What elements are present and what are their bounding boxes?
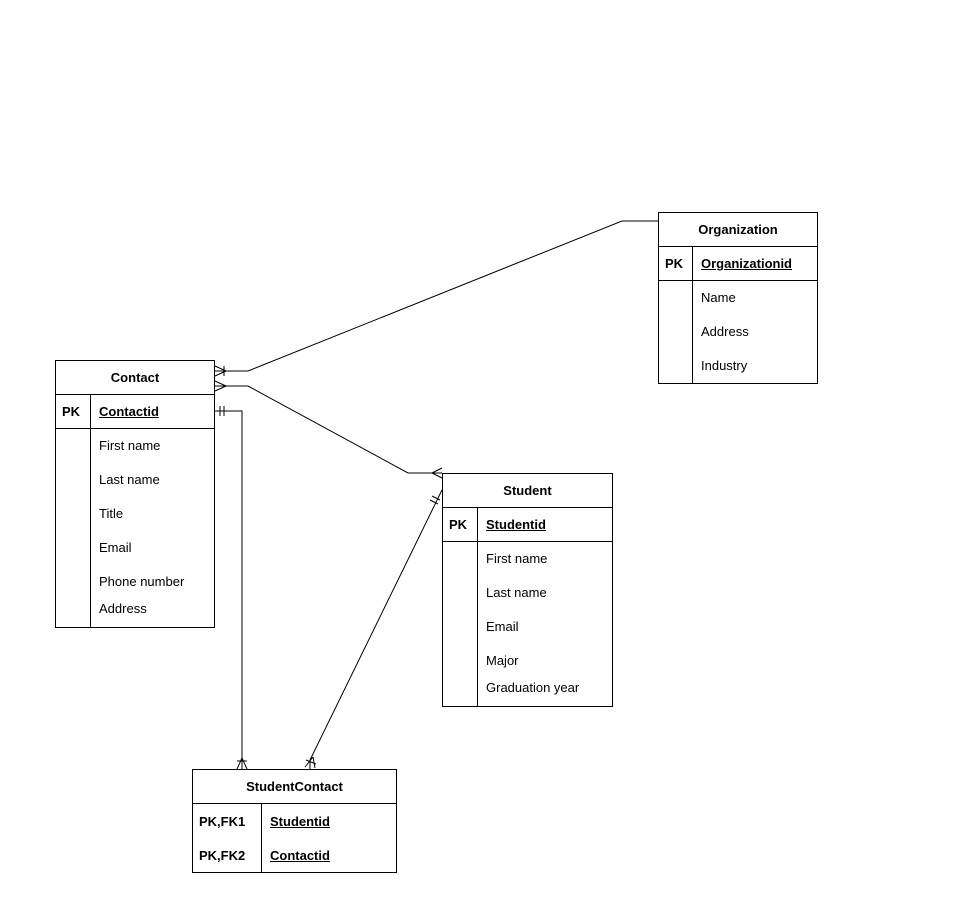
attribute: Title (99, 506, 124, 521)
attribute: First name (486, 551, 548, 566)
entity-title: Organization (659, 213, 817, 247)
primary-key-row: PK Studentid (443, 508, 612, 542)
bar-studentcontact-student (305, 759, 317, 765)
key-label: PK (56, 395, 91, 428)
connector-contact-studentcontact[interactable] (215, 410, 243, 769)
key-row: PK,FK2 Contactid (193, 838, 396, 872)
key-field: Contactid (270, 847, 330, 863)
attribute: Phone number (99, 574, 185, 589)
attribute: Email (486, 619, 519, 634)
crowfoot-student-contact-2 (431, 472, 443, 479)
primary-key-field: Organizationid (701, 256, 792, 271)
key-row: PK,FK1 Studentid (193, 804, 396, 838)
attribute-list: First name Last name Email Major Graduat… (478, 542, 579, 706)
attribute-list: Name Address Industry (693, 281, 749, 383)
primary-key-row: PK Contactid (56, 395, 214, 429)
attribute-list: First name Last name Title Email Phone n… (91, 429, 184, 627)
key-label: PK,FK1 (193, 804, 262, 838)
entity-title: Student (443, 474, 612, 508)
attribute: Industry (701, 358, 748, 373)
bar-student-studentcontact-2 (429, 499, 439, 505)
attribute-section: First name Last name Title Email Phone n… (56, 429, 214, 627)
key-column (56, 429, 91, 627)
primary-key-field: Studentid (486, 517, 546, 532)
key-label: PK (443, 508, 478, 541)
primary-key-row: PK Organizationid (659, 247, 817, 281)
attribute: Graduation year (486, 680, 580, 695)
entity-title: StudentContact (193, 770, 396, 804)
attribute: Address (701, 324, 749, 339)
attribute: Email (99, 540, 132, 555)
entity-organization[interactable]: Organization PK Organizationid Name Addr… (658, 212, 818, 384)
primary-key-field: Contactid (99, 404, 159, 419)
key-column (659, 281, 693, 383)
attribute: Last name (486, 585, 547, 600)
connector-contact-student[interactable] (215, 385, 442, 474)
crowfoot-studentcontact-contact (236, 757, 243, 770)
attribute-section: First name Last name Email Major Graduat… (443, 542, 612, 706)
key-column (443, 542, 478, 706)
entity-studentcontact[interactable]: StudentContact PK,FK1 Studentid PK,FK2 C… (192, 769, 397, 873)
connector-student-studentcontact[interactable] (309, 489, 443, 769)
attribute: First name (99, 438, 161, 453)
attribute: Major (486, 653, 519, 668)
crowfoot-contact-student (214, 380, 227, 387)
attribute: Address (99, 601, 147, 616)
bar-student-studentcontact-1 (431, 495, 441, 501)
attribute: Last name (99, 472, 160, 487)
entity-title: Contact (56, 361, 214, 395)
crowfoot-studentcontact-contact-2 (241, 757, 248, 770)
crowfoot-student-contact (431, 467, 443, 474)
entity-contact[interactable]: Contact PK Contactid First name Last nam… (55, 360, 215, 628)
key-label: PK,FK2 (193, 838, 262, 872)
attribute: Name (701, 290, 736, 305)
key-label: PK (659, 247, 693, 280)
crowfoot-studentcontact-student-2 (312, 756, 316, 769)
connector-contact-organization[interactable] (215, 220, 658, 372)
entity-student[interactable]: Student PK Studentid First name Last nam… (442, 473, 613, 707)
crowfoot-contact-student-2 (214, 385, 227, 392)
key-field: Studentid (270, 813, 330, 829)
attribute-section: Name Address Industry (659, 281, 817, 383)
crowfoot-studentcontact-student (304, 756, 314, 768)
